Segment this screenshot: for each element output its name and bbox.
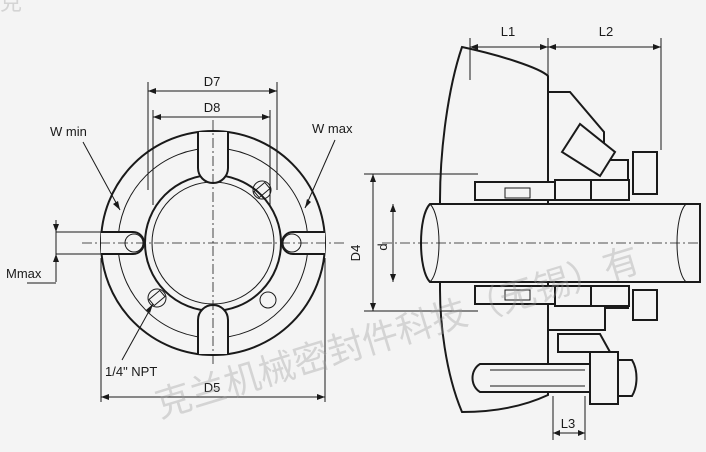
l1-label: L1: [501, 24, 515, 39]
section-dimensions: L1 L2 D4 d L3: [348, 24, 662, 440]
gland-bolt: [471, 363, 591, 393]
port-npt: [147, 288, 167, 308]
seal-section-view: [382, 45, 701, 414]
flange-dimensions: D7 D8 W min W max Mmax 1/4" NPT: [6, 74, 353, 402]
port-lower-right: [259, 291, 277, 309]
d4-label: D4: [348, 245, 363, 262]
m-max-label: Mmax: [6, 266, 42, 281]
l2-label: L2: [599, 24, 613, 39]
gland-bolt-upper: [560, 122, 617, 178]
d7-label: D7: [204, 74, 221, 89]
watermark-corner: 克: [0, 0, 22, 16]
flange-front-view: [82, 120, 345, 366]
washer: [557, 333, 612, 353]
w-min-label: W min: [50, 124, 87, 139]
shaft: [420, 203, 701, 283]
lower-set-screw: [632, 289, 658, 321]
port-upper-right: [252, 180, 272, 200]
nut: [589, 351, 619, 405]
l3-label: L3: [561, 416, 575, 431]
d8-label: D8: [204, 100, 221, 115]
seal-ring-upper: [474, 181, 556, 201]
upper-set-screw: [632, 151, 658, 195]
npt-label: 1/4" NPT: [105, 364, 157, 379]
d5-label: D5: [204, 380, 221, 395]
bottom-slot: [197, 304, 229, 354]
d-label: d: [375, 243, 390, 250]
w-max-label: W max: [312, 121, 353, 136]
